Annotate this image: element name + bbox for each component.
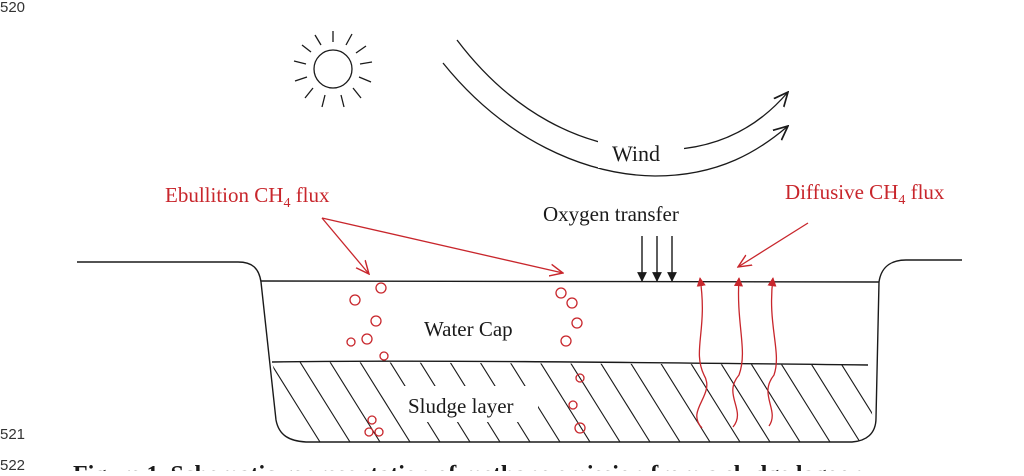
sludge-label: Sludge layer	[408, 394, 514, 418]
oxygen-label: Oxygen transfer	[543, 202, 679, 226]
ebullition-pointers	[321, 217, 563, 274]
line-number: 520	[0, 0, 25, 16]
ebullition-label-main: Ebullition CH	[165, 183, 283, 207]
diffusive-label-main: Diffusive CH	[785, 180, 898, 204]
water-cap-label: Water Cap	[424, 317, 513, 341]
line-number: 521	[0, 426, 25, 443]
line-number: 522	[0, 457, 25, 471]
flux-arrow-icon	[696, 277, 777, 429]
ebullition-label: Ebullition CH4 flux	[165, 183, 330, 211]
ebullition-label-tail: flux	[290, 183, 330, 207]
wind-label: Wind	[612, 141, 660, 166]
diffusive-label-tail: flux	[905, 180, 945, 204]
oxygen-arrows	[637, 236, 677, 282]
diffusive-label: Diffusive CH4 flux	[785, 180, 945, 208]
diffusive-pointer	[738, 222, 809, 267]
ebullition-label-sub: 4	[283, 196, 290, 211]
sun-icon	[293, 31, 373, 108]
diffusive-label-sub: 4	[898, 193, 905, 208]
figure-caption: Figure 1. Schematic representation of me…	[73, 462, 864, 471]
bubble-icon	[346, 282, 586, 437]
